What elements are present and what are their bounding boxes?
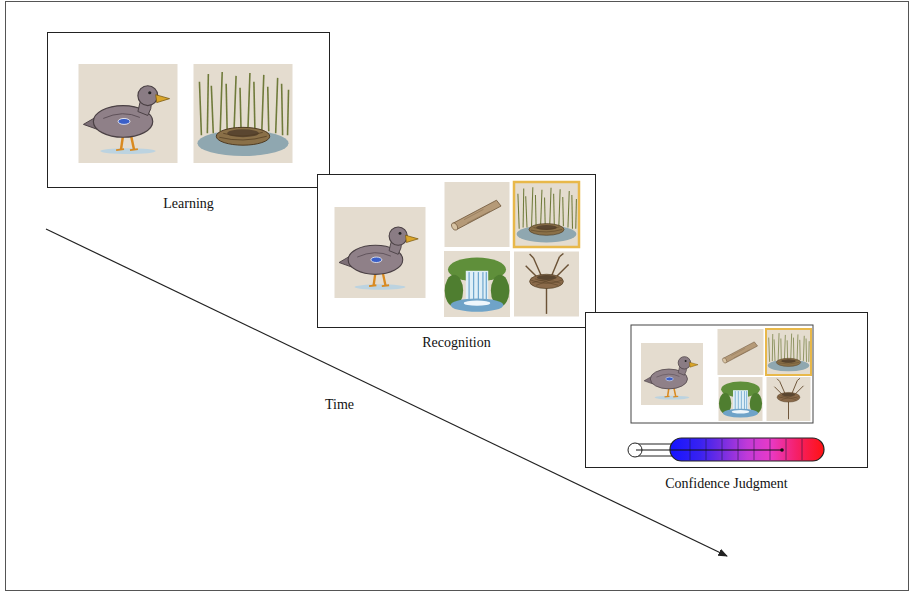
axis-label: Time: [325, 397, 354, 413]
recognition-panel: Recognition: [317, 174, 596, 351]
image-frame: [6, 2, 909, 591]
panel-caption: Recognition: [317, 335, 596, 351]
confidence-panel: Confidence Judgment: [585, 312, 868, 492]
learning-illustration: [48, 33, 331, 189]
panel-caption: Learning: [47, 196, 330, 212]
panel-frame: [317, 174, 596, 328]
panel-frame: [47, 32, 330, 188]
confidence-illustration: [586, 313, 869, 469]
panel-frame: [585, 312, 868, 468]
panel-caption: Confidence Judgment: [585, 476, 868, 492]
recognition-illustration: [318, 175, 597, 329]
learning-panel: Learning: [47, 32, 330, 212]
